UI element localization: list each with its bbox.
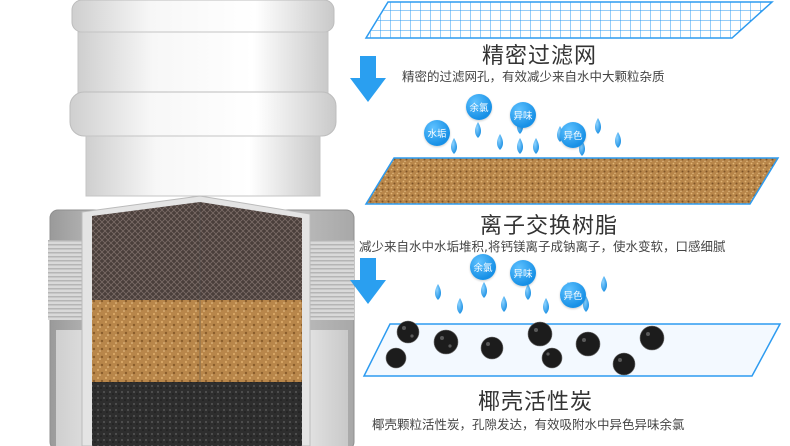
contaminant-bubble-color: 异色	[560, 282, 586, 308]
section-desc-ion-resin: 减少来自水中水垢堆积,将钙镁离子成钠离子，使水变软，口感细腻	[359, 239, 726, 254]
ion-exchange-resin-layer	[364, 157, 780, 205]
contaminant-bubble-scale: 水垢	[424, 120, 450, 146]
contaminant-bubble-color: 异色	[560, 122, 586, 148]
contaminant-bubble-odor: 异味	[510, 102, 536, 128]
section-title-coconut-carbon: 椰壳活性炭	[478, 390, 594, 415]
precision-mesh-layer	[364, 1, 774, 39]
filter-cartridge-illustration	[48, 0, 355, 446]
activated-carbon-layer	[362, 320, 782, 377]
contaminant-bubble-residual-chlorine: 余氯	[470, 254, 496, 280]
contaminant-bubble-odor: 异味	[510, 260, 536, 286]
contaminant-bubble-residual-chlorine: 余氯	[466, 94, 492, 120]
section-title-precision-mesh: 精密过滤网	[482, 44, 598, 69]
filter-layers-graphic	[362, 1, 782, 377]
section-desc-coconut-carbon: 椰壳颗粒活性炭，孔隙发达，有效吸附水中异色异味余氯	[372, 417, 685, 432]
section-title-ion-resin: 离子交换树脂	[480, 214, 619, 239]
down-arrow-icon	[350, 56, 386, 102]
section-desc-precision-mesh: 精密的过滤网孔，有效减少来自水中大颗粒杂质	[402, 69, 665, 84]
down-arrow-icon	[350, 258, 386, 304]
